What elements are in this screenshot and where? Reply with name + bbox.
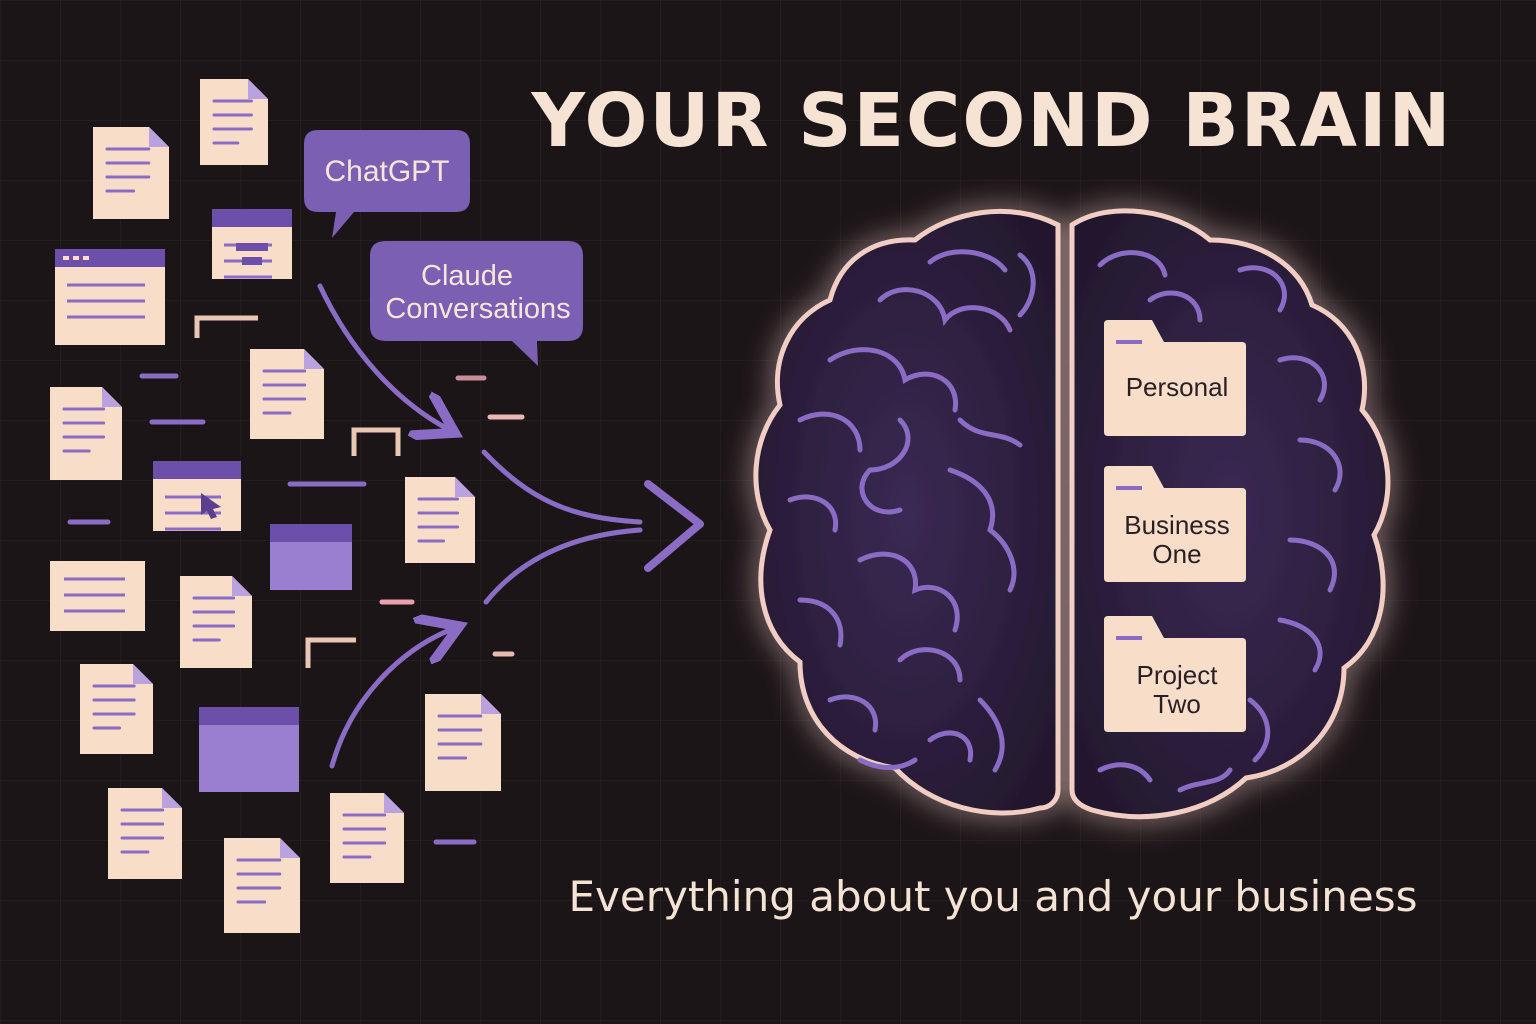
- arrow-merge-upper: [481, 449, 643, 525]
- folder-icon: [1104, 616, 1246, 732]
- document-icon: [425, 694, 501, 791]
- document-icon: [200, 79, 268, 165]
- source-documents-cluster: [50, 79, 501, 933]
- folder-label: Two: [1153, 689, 1201, 719]
- document-icon: [93, 127, 169, 219]
- document-icon: [180, 576, 252, 668]
- claude-bubble: Claude Conversations: [370, 241, 583, 366]
- app-window-icon: [270, 524, 352, 590]
- document-icon: [80, 664, 153, 754]
- document-icon: [50, 387, 122, 480]
- folder-label: Project: [1137, 660, 1219, 690]
- folder-icon: [1104, 466, 1246, 582]
- app-window-icon: [153, 461, 241, 531]
- page-title: YOUR SECOND BRAIN: [531, 78, 1453, 164]
- app-window-icon: [199, 707, 299, 792]
- chatgpt-label: ChatGPT: [324, 155, 449, 188]
- arrow-merge-lower: [483, 527, 643, 605]
- page-subtitle: Everything about you and your business: [568, 872, 1417, 921]
- document-icon: [330, 793, 404, 883]
- brain-left-hemisphere: [753, 208, 1061, 816]
- document-icon: [108, 788, 182, 879]
- note-card-icon: [50, 561, 145, 631]
- app-window-icon: [212, 209, 292, 279]
- flow-arrows: [317, 283, 704, 769]
- arrow-from-chatgpt: [317, 283, 446, 428]
- corner-brackets: [194, 315, 401, 668]
- brain-graphic: [753, 208, 1391, 820]
- document-icon: [250, 349, 324, 439]
- scatter-dashes: [67, 373, 525, 845]
- claude-label-line2: Conversations: [385, 293, 570, 325]
- claude-label-line1: Claude: [421, 260, 513, 292]
- folder-label: One: [1152, 539, 1201, 569]
- document-icon: [405, 477, 475, 563]
- app-window-icon: [55, 249, 165, 345]
- brain-folds: [787, 249, 1343, 793]
- folder-label: Business: [1124, 510, 1230, 540]
- folder-1: Personal: [1104, 320, 1246, 436]
- folder-icon: [1104, 320, 1246, 436]
- folder-label: Personal: [1126, 372, 1229, 402]
- main-arrow-head: [644, 480, 704, 572]
- chatgpt-bubble: ChatGPT: [304, 130, 470, 238]
- document-icon: [224, 838, 300, 933]
- arrow-from-documents: [329, 630, 450, 769]
